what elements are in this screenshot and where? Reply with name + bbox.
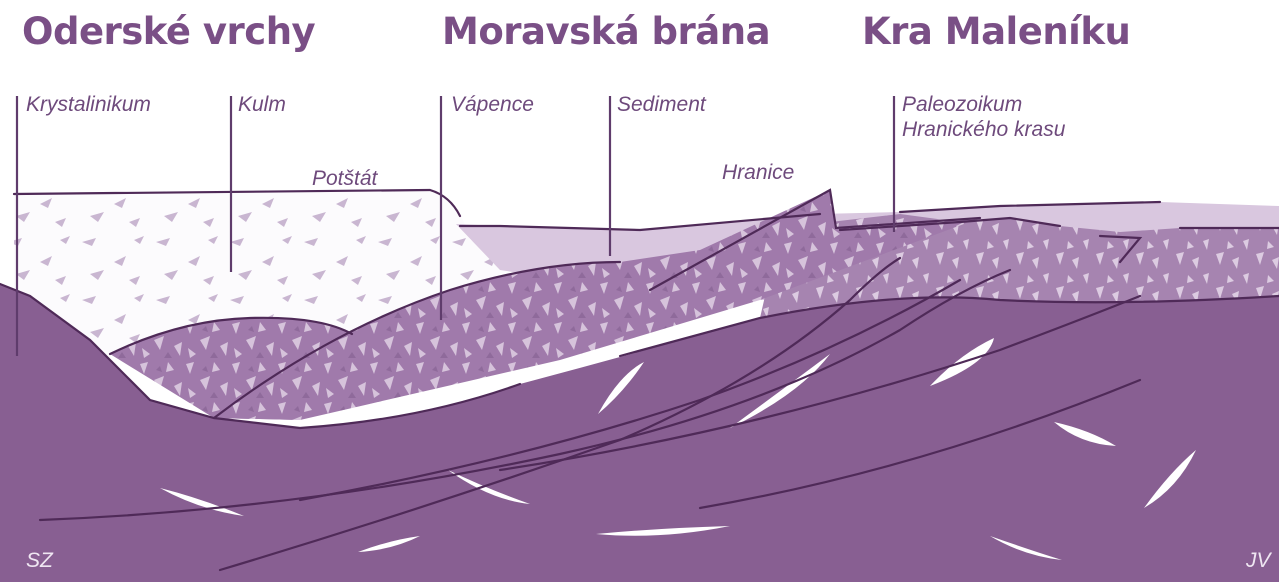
label-orientation-jv: JV [1246, 548, 1271, 573]
region-title-oderske-vrchy: Oderské vrchy [22, 8, 315, 56]
region-title-kra-maleniku: Kra Maleníku [862, 8, 1130, 56]
label-krystalinikum: Krystalinikum [26, 92, 151, 117]
region-title-moravska-brana: Moravská brána [442, 8, 770, 56]
label-orientation-sz: SZ [26, 548, 53, 573]
label-potstat: Potštát [312, 166, 377, 191]
label-paleozoikum-line2: Hranického krasu [902, 117, 1065, 142]
label-paleozoikum-line1: Paleozoikum [902, 92, 1065, 117]
label-vapence: Vápence [451, 92, 534, 117]
label-hranice: Hranice [722, 160, 794, 185]
label-sediment: Sediment [617, 92, 706, 117]
label-kulm: Kulm [238, 92, 286, 117]
label-paleozoikum: Paleozoikum Hranického krasu [902, 92, 1065, 142]
